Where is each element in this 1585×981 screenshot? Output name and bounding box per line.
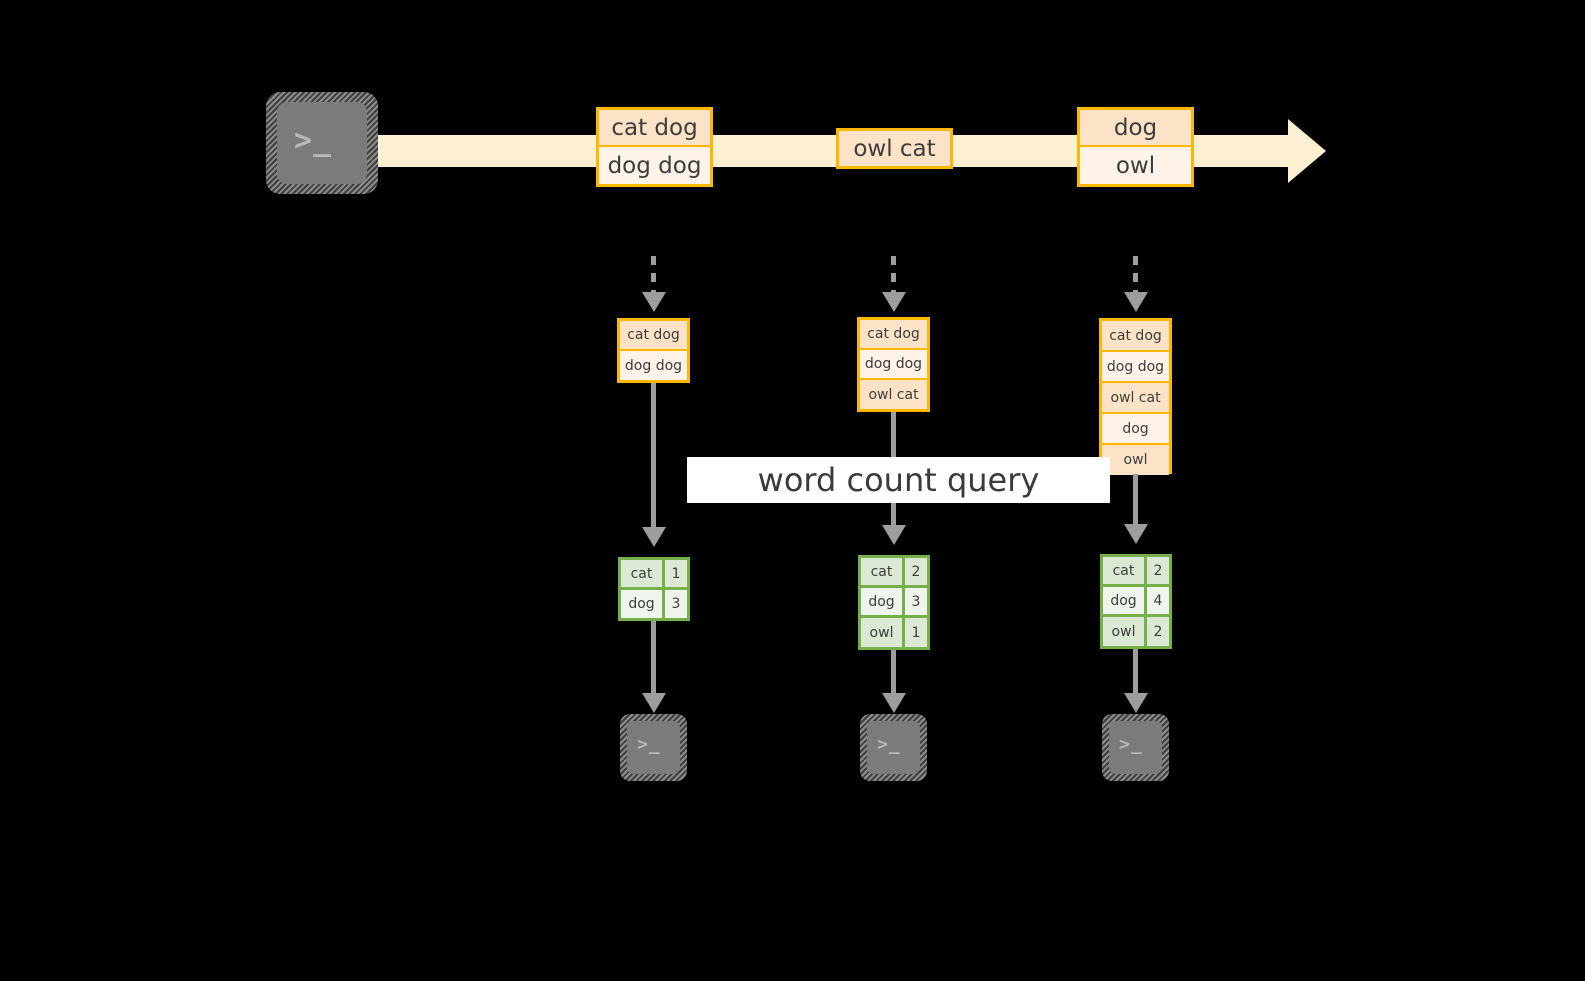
snapshot-3-input-line-1: cat dog — [1102, 321, 1169, 352]
snapshot-2-result-count-1: 2 — [905, 558, 927, 585]
snapshot-2-query-arrowhead — [882, 525, 906, 545]
snapshot-2-result-word-1: cat — [861, 558, 905, 585]
snapshot-2-input-line-2: dog dog — [860, 350, 927, 380]
stream-event-3[interactable]: dog owl — [1077, 107, 1194, 187]
snapshot-3-input-line-4: dog — [1102, 414, 1169, 445]
snapshot-3-query-arrowhead — [1124, 524, 1148, 544]
snapshot-1-sink-arrowhead — [642, 693, 666, 713]
snapshot-3-query-line — [1133, 474, 1138, 526]
terminal-body — [1109, 721, 1162, 774]
snapshot-1-result-word-2: dog — [621, 590, 665, 618]
snapshot-3-sink-terminal-icon[interactable]: >_ — [1102, 714, 1169, 781]
snapshot-2-result-word-2: dog — [861, 588, 905, 615]
snapshot-3-result-count-3: 2 — [1147, 617, 1169, 646]
snapshot-1-sink-terminal-icon[interactable]: >_ — [620, 714, 687, 781]
terminal-body — [277, 102, 367, 184]
snapshot-2-sink-line — [891, 650, 896, 695]
table-row: cat 1 — [621, 560, 687, 590]
snapshot-3-result-table[interactable]: cat 2 dog 4 owl 2 — [1100, 554, 1172, 649]
snapshot-1-result-word-1: cat — [621, 560, 665, 587]
snapshot-1-intake-arrowhead — [642, 292, 666, 312]
stream-event-1-line-1: cat dog — [599, 110, 710, 147]
snapshot-2-result-count-2: 3 — [905, 588, 927, 615]
snapshot-3-result-word-2: dog — [1103, 587, 1147, 614]
snapshot-3-input-stack[interactable]: cat dog dog dog owl cat dog owl — [1099, 318, 1172, 475]
snapshot-2-result-word-3: owl — [861, 618, 905, 647]
terminal-prompt-glyph: >_ — [877, 734, 901, 755]
terminal-body — [627, 721, 680, 774]
table-row: cat 2 — [861, 558, 927, 588]
snapshot-2-input-line-3: owl cat — [860, 380, 927, 409]
snapshot-1-result-count-2: 3 — [665, 590, 687, 618]
table-row: owl 2 — [1103, 617, 1169, 646]
snapshot-3-result-word-3: owl — [1103, 617, 1147, 646]
table-row: owl 1 — [861, 618, 927, 647]
snapshot-1-result-count-1: 1 — [665, 560, 687, 587]
snapshot-3-sink-arrowhead — [1124, 693, 1148, 713]
snapshot-2-result-table[interactable]: cat 2 dog 3 owl 1 — [858, 555, 930, 650]
snapshot-1-result-table[interactable]: cat 1 dog 3 — [618, 557, 690, 621]
snapshot-2-intake-line — [891, 256, 896, 294]
snapshot-2-sink-arrowhead — [882, 693, 906, 713]
stream-event-3-line-1: dog — [1080, 110, 1191, 147]
snapshot-2-input-stack[interactable]: cat dog dog dog owl cat — [857, 317, 930, 412]
snapshot-3-result-count-1: 2 — [1147, 557, 1169, 584]
snapshot-1-input-line-2: dog dog — [620, 351, 687, 380]
table-row: dog 3 — [861, 588, 927, 618]
snapshot-2-result-count-3: 1 — [905, 618, 927, 647]
snapshot-1-query-line — [651, 383, 656, 529]
stream-event-1-line-2: dog dog — [599, 147, 710, 184]
snapshot-3-sink-line — [1133, 649, 1138, 695]
query-label: word count query — [687, 457, 1110, 503]
snapshot-3-intake-line — [1133, 256, 1138, 294]
snapshot-3-input-line-2: dog dog — [1102, 352, 1169, 383]
terminal-body — [867, 721, 920, 774]
snapshot-1-query-arrowhead — [642, 527, 666, 547]
stream-event-2-line-1: owl cat — [839, 131, 950, 166]
terminal-prompt-glyph: >_ — [637, 734, 661, 755]
stream-event-1[interactable]: cat dog dog dog — [596, 107, 713, 187]
snapshot-2-intake-arrowhead — [882, 292, 906, 312]
snapshot-3-result-count-2: 4 — [1147, 587, 1169, 614]
source-terminal-icon[interactable]: >_ — [266, 92, 378, 194]
table-row: dog 3 — [621, 590, 687, 618]
table-row: cat 2 — [1103, 557, 1169, 587]
snapshot-3-input-line-5: owl — [1102, 445, 1169, 475]
stream-event-3-line-2: owl — [1080, 147, 1191, 184]
table-row: dog 4 — [1103, 587, 1169, 617]
snapshot-1-intake-line — [651, 256, 656, 294]
stream-arrowhead — [1288, 119, 1326, 183]
snapshot-3-intake-arrowhead — [1124, 292, 1148, 312]
terminal-prompt-glyph: >_ — [294, 123, 333, 158]
stream-event-2[interactable]: owl cat — [836, 128, 953, 169]
snapshot-2-sink-terminal-icon[interactable]: >_ — [860, 714, 927, 781]
snapshot-2-input-line-1: cat dog — [860, 320, 927, 350]
snapshot-1-input-line-1: cat dog — [620, 321, 687, 351]
terminal-prompt-glyph: >_ — [1119, 734, 1143, 755]
snapshot-3-result-word-1: cat — [1103, 557, 1147, 584]
snapshot-1-sink-line — [651, 621, 656, 695]
snapshot-1-input-stack[interactable]: cat dog dog dog — [617, 318, 690, 383]
snapshot-3-input-line-3: owl cat — [1102, 383, 1169, 414]
